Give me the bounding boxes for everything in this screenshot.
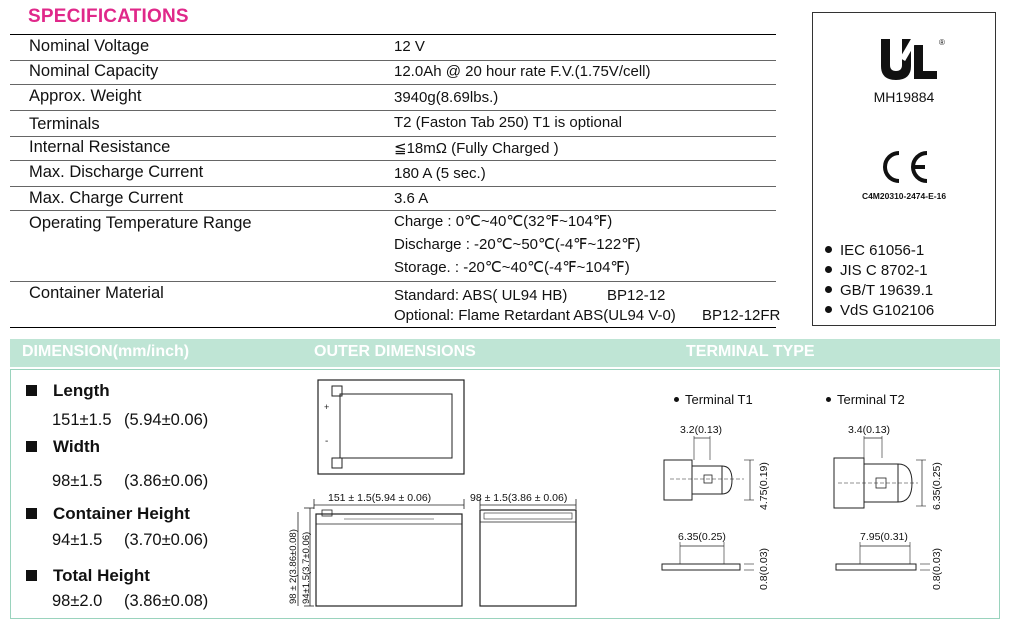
battery-top-view: + - [317,379,465,475]
length-dimension-line: 151 ± 1.5(5.94 ± 0.06) [313,492,465,509]
terminal-t1-label: Terminal T1 [674,392,753,407]
row-divider [10,186,776,187]
length-mm: 151±1.5 [52,411,112,429]
container-height-inch: (3.70±0.06) [124,531,209,549]
dimension-panel [10,369,1000,619]
battery-side-view [479,509,577,607]
standard-item: GB/T 19639.1 [825,281,934,301]
width-mm: 98±1.5 [52,472,103,490]
terminal-t2-label: Terminal T2 [826,392,905,407]
certification-panel: ® MH19884 C4M20310-2474-E-16 IEC 61056-1… [812,12,996,326]
table-top-rule [10,34,776,35]
length-heading: Length [26,381,110,401]
length-inch: (5.94±0.06) [124,411,209,429]
total-height-heading: Total Height [26,566,150,586]
registered-mark: ® [939,38,945,47]
spec-label: Max. Discharge Current [29,163,204,181]
width-heading: Width [26,437,100,457]
spec-value: 12.0Ah @ 20 hour rate F.V.(1.75V/cell) [394,63,651,80]
temp-charge: Charge : 0℃~40℃(32℉~104℉) [394,213,613,230]
terminal-t2-top-drawing: 3.4(0.13) 6.35(0.25) [833,424,943,510]
container-standard: Standard: ABS( UL94 HB) [394,287,568,304]
container-optional: Optional: Flame Retardant ABS(UL94 V-0) [394,307,676,324]
standard-item: JIS C 8702-1 [825,261,934,281]
container-optional-model: BP12-12FR [702,307,781,324]
container-standard-model: BP12-12 [607,287,666,304]
ul-file-number: MH19884 [873,89,935,105]
width-inch: (3.86±0.06) [124,472,209,490]
spec-label: Max. Charge Current [29,189,184,207]
row-divider [10,110,776,111]
total-height-dimension-label: 98 ± 2(3.86±0.08) [288,529,299,604]
container-height-mm: 94±1.5 [52,531,103,549]
length-dimension-label: 151 ± 1.5(5.94 ± 0.06) [328,492,431,504]
spec-value: 3940g(8.69lbs.) [394,89,499,106]
spec-label: Container Material [29,284,164,302]
terminal-t1-top-drawing: 3.2(0.13) 4.75(0.19) [663,424,770,510]
ce-certificate-code: C4M20310-2474-E-16 [861,191,947,201]
total-height-inch: (3.86±0.08) [124,592,209,610]
spec-value: 3.6 A [394,190,429,207]
t2-length-label: 7.95(0.31) [860,531,908,543]
spec-value: 180 A (5 sec.) [394,165,486,182]
temp-discharge: Discharge : -20℃~50℃(-4℉~122℉) [394,236,641,253]
standard-item: IEC 61056-1 [825,241,934,261]
row-divider [10,160,776,161]
row-divider [10,281,776,282]
width-dimension-line: 98 ± 1.5(3.86 ± 0.06) [470,492,577,509]
ul-recognized-icon: ® [881,38,945,80]
spec-value: T2 (Faston Tab 250) T1 is optional [394,114,622,131]
terminal-type-title: TERMINAL TYPE [686,343,815,360]
table-bottom-rule [10,327,776,328]
width-dimension-label: 98 ± 1.5(3.86 ± 0.06) [470,492,567,504]
ce-mark-icon [883,151,928,183]
dimension-section-title: DIMENSION(mm/inch) [22,343,190,360]
row-divider [10,84,776,85]
total-height-mm: 98±2.0 [52,592,103,610]
terminal-t1-side-drawing: 6.35(0.25) 0.8(0.03) [661,531,770,590]
t2-width-label: 3.4(0.13) [848,424,890,436]
spec-label: Internal Resistance [29,138,171,156]
positive-symbol: + [324,402,329,412]
spec-label: Approx. Weight [29,87,142,105]
negative-symbol: - [325,436,328,447]
t1-thickness-label: 0.8(0.03) [758,548,770,590]
spec-label: Nominal Voltage [29,37,150,55]
battery-front-view: 98 ± 2(3.86±0.08) 94±1.5(3.7±0.06) [288,507,463,607]
spec-label: Operating Temperature Range [29,214,252,232]
row-divider [10,210,776,211]
t2-thickness-label: 0.8(0.03) [931,548,943,590]
t1-length-label: 6.35(0.25) [678,531,726,543]
temp-storage: Storage. : -20℃~40℃(-4℉~104℉) [394,259,630,276]
t1-height-label: 4.75(0.19) [758,462,770,510]
spec-label: Terminals [29,115,100,133]
spec-label: Nominal Capacity [29,62,159,80]
spec-value: ≦18mΩ (Fully Charged ) [394,140,559,157]
outer-dimensions-title: OUTER DIMENSIONS [314,343,476,360]
container-height-heading: Container Height [26,504,190,524]
container-height-dimension-label: 94±1.5(3.7±0.06) [301,532,312,604]
t1-width-label: 3.2(0.13) [680,424,722,436]
standard-item: VdS G102106 [825,301,934,321]
spec-value: 12 V [394,38,425,55]
row-divider [10,60,776,61]
row-divider [10,136,776,137]
specifications-title: SPECIFICATIONS [28,6,189,27]
standards-list: IEC 61056-1 JIS C 8702-1 GB/T 19639.1 Vd… [825,241,934,321]
t2-height-label: 6.35(0.25) [931,462,943,510]
terminal-t2-side-drawing: 7.95(0.31) 0.8(0.03) [835,531,943,590]
dimension-header-band [10,339,1000,367]
